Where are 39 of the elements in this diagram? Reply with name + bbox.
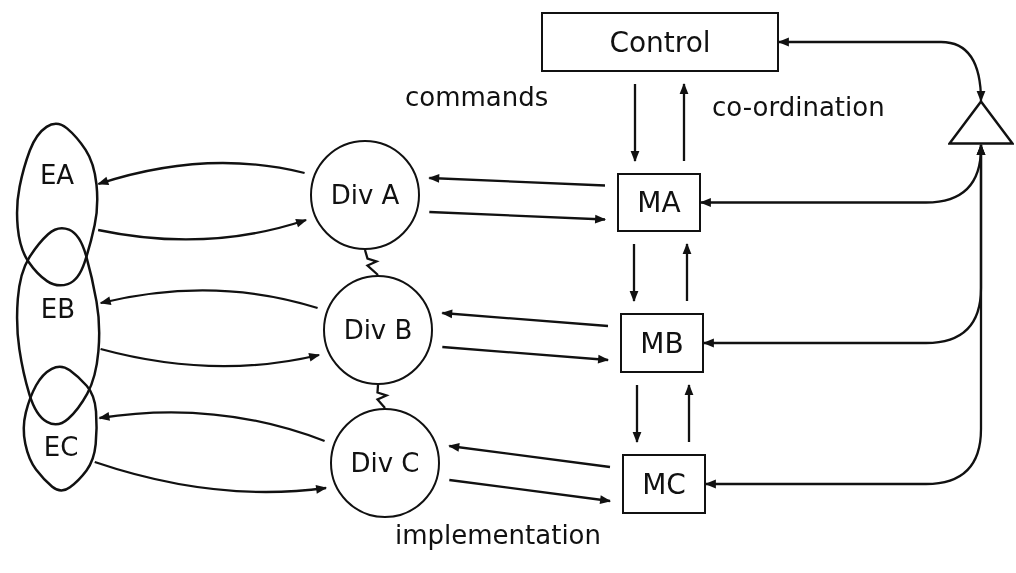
arrow [684, 383, 694, 442]
arrow [100, 347, 321, 368]
manager-box [622, 454, 706, 514]
arrow [442, 345, 610, 364]
arrow [441, 309, 609, 328]
manager-box [620, 313, 704, 373]
arrow [98, 411, 325, 443]
arrow [99, 289, 318, 310]
arrow [629, 244, 639, 303]
flow-label: implementation [395, 520, 601, 550]
arrow [97, 161, 305, 186]
node-label: EC [43, 432, 79, 463]
arrow [448, 442, 611, 469]
arrow [97, 218, 308, 241]
node-label: Div B [343, 315, 413, 345]
node-label: Div A [330, 180, 400, 210]
node-label: Control [609, 25, 711, 59]
arrow [704, 143, 986, 489]
wavy-link [363, 249, 380, 276]
node-label: MA [637, 186, 681, 219]
node-label: Div C [350, 448, 420, 478]
control-box [541, 12, 779, 72]
node-label: EB [40, 294, 76, 325]
node-label: MB [640, 326, 684, 360]
arrow [429, 210, 607, 224]
flow-label: commands [405, 82, 549, 112]
flow-label: co-ordination [712, 92, 885, 122]
node-label: EA [39, 160, 75, 191]
wavy-link [375, 384, 390, 409]
arrow [94, 460, 328, 494]
arrow [679, 82, 689, 161]
arrow [449, 478, 612, 505]
arrow [630, 84, 640, 163]
node-label: MC [642, 467, 686, 501]
manager-box [617, 173, 701, 232]
arrow [777, 37, 986, 103]
arrow [682, 242, 692, 301]
arrow [632, 385, 642, 444]
arrow [428, 174, 606, 187]
